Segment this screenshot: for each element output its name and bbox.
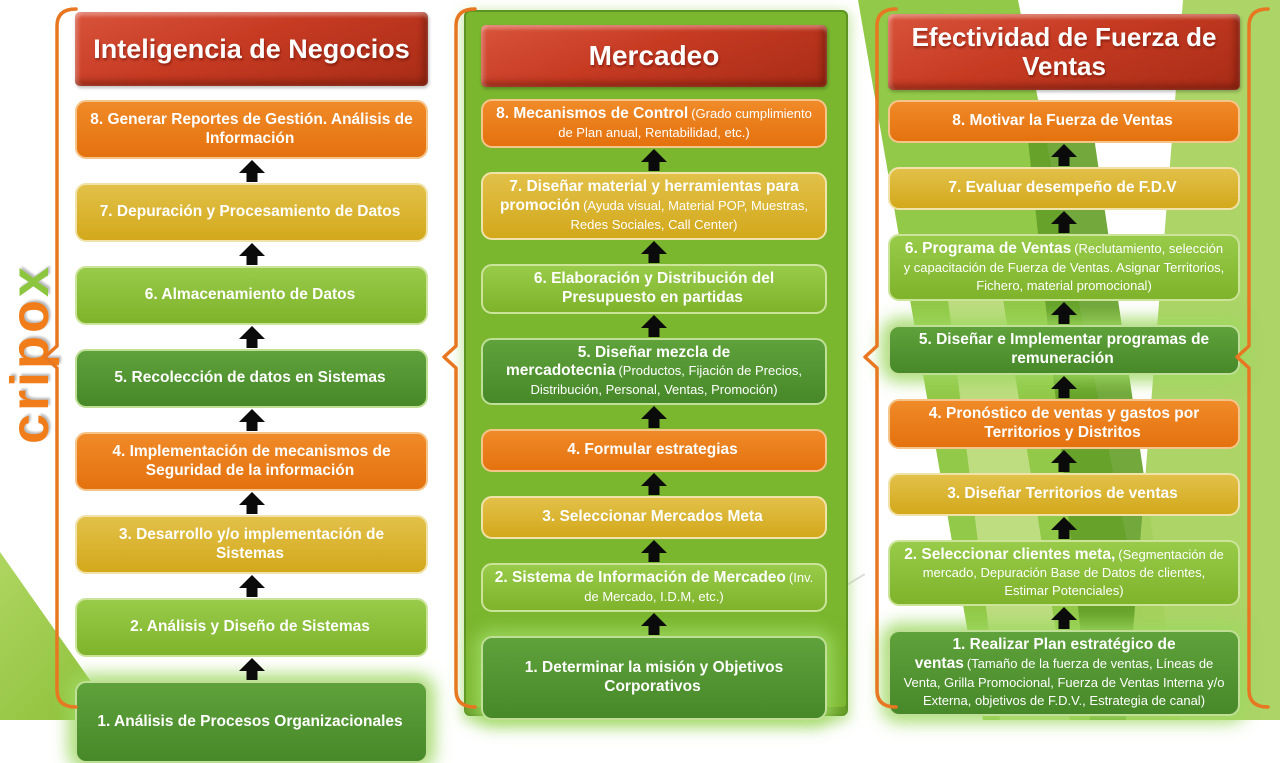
up-arrow-icon: [239, 575, 265, 597]
step-main-text: 8. Mecanismos de Control: [496, 105, 689, 122]
step-main-text: 8. Motivar la Fuerza de Ventas: [952, 112, 1173, 130]
column-header: Inteligencia de Negocios: [75, 12, 428, 86]
step-main-text: 5. Diseñar e Implementar programas de re…: [918, 330, 1210, 367]
step-main-text: 7. Depuración y Procesamiento de Datos: [99, 203, 401, 221]
step-box: 3. Diseñar Territorios de ventas: [888, 472, 1240, 516]
column-title: Inteligencia de Negocios: [93, 33, 410, 64]
step-main-text: 7. Evaluar desempeño de F.D.V: [948, 179, 1177, 197]
up-arrow-icon: [239, 409, 265, 431]
step-box: 8. Mecanismos de Control(Grado cumplimie…: [481, 99, 827, 148]
step-box: 4. Implementación de mecanismos de Segur…: [75, 432, 428, 491]
up-arrow-icon: [641, 613, 667, 635]
step-box: 6. Almacenamiento de Datos: [75, 266, 428, 325]
step-box: 6. Elaboración y Distribución del Presup…: [481, 263, 827, 314]
step-box: 5. Diseñar e Implementar programas de re…: [888, 324, 1240, 375]
step-main-text: 5. Diseñar mezcla de mercadotecnia: [506, 343, 731, 380]
column-title: Efectividad de Fuerza de Ventas: [911, 21, 1217, 81]
step-main-text: 1. Análisis de Procesos Organizacionales: [97, 712, 403, 730]
step-box: 2. Sistema de Información de Mercadeo(In…: [481, 563, 827, 613]
up-arrow-icon: [239, 160, 265, 182]
step-main-text: 2. Sistema de Información de Mercadeo: [494, 569, 786, 587]
step-main-text: 8. Generar Reportes de Gestión. Análisis…: [90, 110, 413, 147]
up-arrow-icon: [641, 406, 667, 428]
up-arrow-icon: [1051, 302, 1077, 324]
up-arrow-icon: [239, 492, 265, 514]
up-arrow-icon: [641, 540, 667, 562]
step-box: 1. Realizar Plan estratégico de ventas(T…: [888, 630, 1240, 717]
step-box: 8. Motivar la Fuerza de Ventas: [888, 100, 1240, 143]
up-arrow-icon: [1051, 376, 1077, 398]
up-arrow-icon: [641, 241, 667, 263]
up-arrow-icon: [641, 315, 667, 337]
step-box: 1. Análisis de Procesos Organizacionales: [75, 681, 428, 763]
step-main-text: 6. Programa de Ventas: [904, 240, 1072, 257]
bracket-brace-icon: [442, 7, 477, 709]
column-inteligencia-de-negocios: Inteligencia de Negocios 8. Generar Repo…: [75, 12, 428, 763]
step-box: 7. Evaluar desempeño de F.D.V: [888, 167, 1240, 210]
step-box: 4. Pronóstico de ventas y gastos por Ter…: [888, 398, 1240, 449]
step-main-text: 2. Seleccionar clientes meta,: [904, 545, 1116, 563]
up-arrow-icon: [239, 243, 265, 265]
up-arrow-icon: [1051, 144, 1077, 166]
up-arrow-icon: [641, 473, 667, 495]
column-mercadeo: Mercadeo 8. Mecanismos de Control(Grado …: [481, 25, 827, 721]
step-main-text: 7. Diseñar material y herramientas para …: [499, 177, 799, 214]
step-main-text: 3. Seleccionar Mercados Meta: [542, 508, 763, 526]
step-note-text: (Segmentación de mercado, Depuración Bas…: [922, 546, 1224, 599]
step-main-text: 5. Recolección de datos en Sistemas: [114, 369, 386, 387]
step-main-text: 3. Diseñar Territorios de ventas: [947, 484, 1178, 502]
step-box: 7. Diseñar material y herramientas para …: [481, 171, 827, 240]
step-main-text: 6. Elaboración y Distribución del Presup…: [533, 269, 775, 306]
step-box: 5. Diseñar mezcla de mercadotecnia(Produ…: [481, 337, 827, 406]
column-header: Efectividad de Fuerza de Ventas: [888, 14, 1240, 90]
column-efectividad-fuerza-ventas: Efectividad de Fuerza de Ventas 8. Motiv…: [888, 14, 1240, 717]
step-main-text: 1. Determinar la misión y Objetivos Corp…: [524, 659, 784, 696]
mercadeo-panel: Mercadeo 8. Mecanismos de Control(Grado …: [464, 10, 848, 721]
up-arrow-icon: [1051, 211, 1077, 233]
step-main-text: 4. Formular estrategias: [567, 441, 738, 459]
step-note-text: (Grado cumplimiento de Plan anual, Renta…: [558, 106, 812, 140]
step-box: 6. Programa de Ventas(Reclutamiento, sel…: [888, 234, 1240, 301]
step-box: 3. Desarrollo y/o implementación de Sist…: [75, 515, 428, 574]
step-main-text: 2. Análisis y Diseño de Sistemas: [130, 618, 370, 636]
bracket-brace-icon: [43, 7, 78, 709]
step-box: 5. Recolección de datos en Sistemas: [75, 349, 428, 408]
up-arrow-icon: [1051, 607, 1077, 629]
up-arrow-icon: [239, 658, 265, 680]
up-arrow-icon: [1051, 450, 1077, 472]
step-box: 4. Formular estrategias: [481, 429, 827, 473]
bracket-brace-icon: [1235, 7, 1270, 709]
up-arrow-icon: [1051, 517, 1077, 539]
up-arrow-icon: [239, 326, 265, 348]
step-box: 1. Determinar la misión y Objetivos Corp…: [481, 636, 827, 721]
step-box: 2. Seleccionar clientes meta,(Segmentaci…: [888, 539, 1240, 607]
bracket-brace-icon: [863, 7, 898, 709]
step-note-text: (Reclutamiento, selección y capacitación…: [903, 241, 1225, 293]
step-main-text: 3. Desarrollo y/o implementación de Sist…: [118, 525, 385, 562]
column-title: Mercadeo: [588, 40, 720, 72]
up-arrow-icon: [641, 149, 667, 171]
step-box: 2. Análisis y Diseño de Sistemas: [75, 598, 428, 657]
step-box: 3. Seleccionar Mercados Meta: [481, 496, 827, 540]
step-main-text: 6. Almacenamiento de Datos: [144, 286, 356, 304]
step-box: 7. Depuración y Procesamiento de Datos: [75, 183, 428, 242]
step-main-text: 4. Implementación de mecanismos de Segur…: [112, 442, 391, 479]
step-box: 8. Generar Reportes de Gestión. Análisis…: [75, 100, 428, 159]
step-main-text: 4. Pronóstico de ventas y gastos por Ter…: [928, 404, 1200, 441]
column-header: Mercadeo: [481, 25, 827, 87]
step-note-text: (Ayuda visual, Material POP, Muestras, R…: [570, 197, 809, 232]
step-note-text: (Productos, Fijación de Precios, Distrib…: [530, 363, 802, 398]
step-note-text: (Inv. de Mercado, I.D.M, etc.): [584, 570, 814, 605]
step-main-text: 1. Realizar Plan estratégico de ventas: [914, 636, 1176, 673]
step-note-text: (Tamaño de la fuerza de ventas, Líneas d…: [903, 656, 1225, 709]
